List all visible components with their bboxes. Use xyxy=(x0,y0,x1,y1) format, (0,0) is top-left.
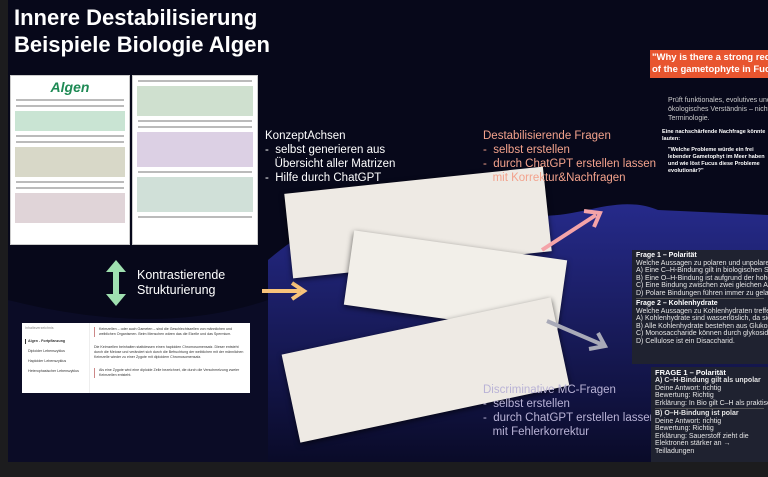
mc-feedback-panel: FRAGE 1 – Polarität A) C–H-Bindung gilt … xyxy=(651,367,768,462)
discrim-bullet: mit Fehlerkorrektur xyxy=(483,426,590,438)
followup-label: Eine nachschärfende Nachfrage könnte lau… xyxy=(662,129,766,142)
destab-bullet: - selbst erstellen xyxy=(483,144,570,156)
q2-title: Frage 2 – Kohlenhydrate xyxy=(636,300,718,307)
paragraph: Keimzellen – oder auch Gameten – sind di… xyxy=(94,327,246,337)
q1-option: B) Eine O–H-Bindung ist aufgrund der hoh… xyxy=(636,274,768,282)
toc-section[interactable]: Algen - Fortpflanzung xyxy=(25,339,86,344)
destab-block: Destabilisierende Fragen - selbst erstel… xyxy=(483,129,656,185)
q1-title: Frage 1 – Polarität xyxy=(636,252,697,259)
konzept-bullet: Übersicht aller Matrizen xyxy=(265,158,396,170)
destab-heading: Destabilisierende Fragen xyxy=(483,130,611,142)
q2-option: B) Alle Kohlenhydrate bestehen aus Gluko… xyxy=(636,322,768,330)
feedback-line: Deine Antwort: richtig xyxy=(655,417,722,425)
feedback-a-heading: A) C–H-Bindung gilt als unpolar xyxy=(655,377,761,384)
algen-heading: Algen xyxy=(50,79,90,95)
paragraph: Die Keimzellen beinhalten stattdessen ei… xyxy=(94,345,244,359)
feedback-line: Bewertung: Richtig xyxy=(655,425,714,432)
feedback-line: Deine Antwort: richtig xyxy=(655,384,722,392)
feedback-title: FRAGE 1 – Polarität xyxy=(655,368,726,377)
discrim-block: Discriminative MC-Fragen - selbst erstel… xyxy=(483,383,656,439)
title-line-1: Innere Destabilisierung xyxy=(14,5,258,30)
algen-document-page-2 xyxy=(132,75,258,245)
slide: Innere Destabilisierung Beispiele Biolog… xyxy=(8,0,768,462)
feedback-b-heading: B) O–H-Bindung ist polar xyxy=(655,410,739,417)
paragraph: Als eine Zygote wird eine diploide Zelle… xyxy=(94,368,246,378)
toc-label: Inhaltsverzeichnis xyxy=(25,326,54,330)
q1-option: C) Eine Bindung zwischen zwei gleichen A… xyxy=(636,282,768,289)
konzept-block: KonzeptAchsen - selbst generieren aus Üb… xyxy=(265,129,395,185)
q1-option: A) Eine C–H-Bindung gilt in biologischen… xyxy=(636,267,768,274)
konzept-bullet: - Hilfe durch ChatGPT xyxy=(265,172,382,184)
toc-item[interactable]: Heterophasischer Lebenszyklus xyxy=(28,369,79,373)
contrast-line-2: Strukturierung xyxy=(137,283,216,297)
title-line-2: Beispiele Biologie Algen xyxy=(14,32,270,57)
toc-item[interactable]: Haploider Lebenszyklus xyxy=(28,359,67,363)
mc-questions-panel: Frage 1 – Polarität Welche Aussagen zu p… xyxy=(632,250,768,364)
contrast-label: Kontrastierende Strukturierung xyxy=(137,268,225,298)
discrim-bullet: - selbst erstellen xyxy=(483,398,570,410)
q2-option: C) Monosaccharide können durch glykosidi… xyxy=(636,330,768,337)
double-arrow-icon xyxy=(106,260,126,306)
contrast-line-1: Kontrastierende xyxy=(137,268,226,282)
feedback-line: Bewertung: Richtig xyxy=(655,392,714,399)
followup-text: "Welche Probleme würde ein frei lebender… xyxy=(668,147,765,174)
algen-document-page-1: Algen xyxy=(10,75,130,245)
konzept-bullet: - selbst generieren aus xyxy=(265,144,389,156)
discrim-bullet: - durch ChatGPT erstellen lassen xyxy=(483,412,657,424)
web-excerpt: Inhaltsverzeichnis Algen - Fortpflanzung… xyxy=(22,323,250,393)
quote-line-2: of the gametophyte in Fucu xyxy=(652,64,768,75)
question-quote-box: "Why is there a strong redu of the gamet… xyxy=(650,50,768,78)
explanation-text: Prüft funktionales, evolutives und ökolo… xyxy=(668,97,768,122)
gray-arrow-icon xyxy=(546,319,609,351)
quote-line-1: "Why is there a strong redu xyxy=(652,52,768,63)
question-explanation: Prüft funktionales, evolutives und ökolo… xyxy=(662,96,768,175)
q2-option: D) Cellulose ist ein Disaccharid. xyxy=(636,337,735,345)
destab-bullet: mit Korrektur&Nachfragen xyxy=(483,172,626,184)
discrim-heading: Discriminative MC-Fragen xyxy=(483,384,616,396)
destab-bullet: - durch ChatGPT erstellen lassen xyxy=(483,158,657,170)
slide-title: Innere Destabilisierung Beispiele Biolog… xyxy=(14,4,270,58)
feedback-line: Erklärung: Sauerstoff zieht die Elektron… xyxy=(655,432,749,455)
q2-option: A) Kohlenhydrate sind wasserlöslich, da … xyxy=(636,315,768,322)
q1-option: D) Polare Bindungen führen immer zu gela… xyxy=(636,289,768,297)
orange-arrow-icon xyxy=(262,281,308,301)
toc-item[interactable]: Diploider Lebenszyklus xyxy=(28,349,65,353)
q1-text: Welche Aussagen zu polaren und unpolaren… xyxy=(636,259,768,267)
feedback-line: Erklärung: In Bio gilt C–H als praktisch… xyxy=(655,399,768,407)
konzept-heading: KonzeptAchsen xyxy=(265,130,346,142)
pink-arrow-icon xyxy=(540,209,603,252)
q2-text: Welche Aussagen zu Kohlenhydraten treffe… xyxy=(636,307,768,315)
